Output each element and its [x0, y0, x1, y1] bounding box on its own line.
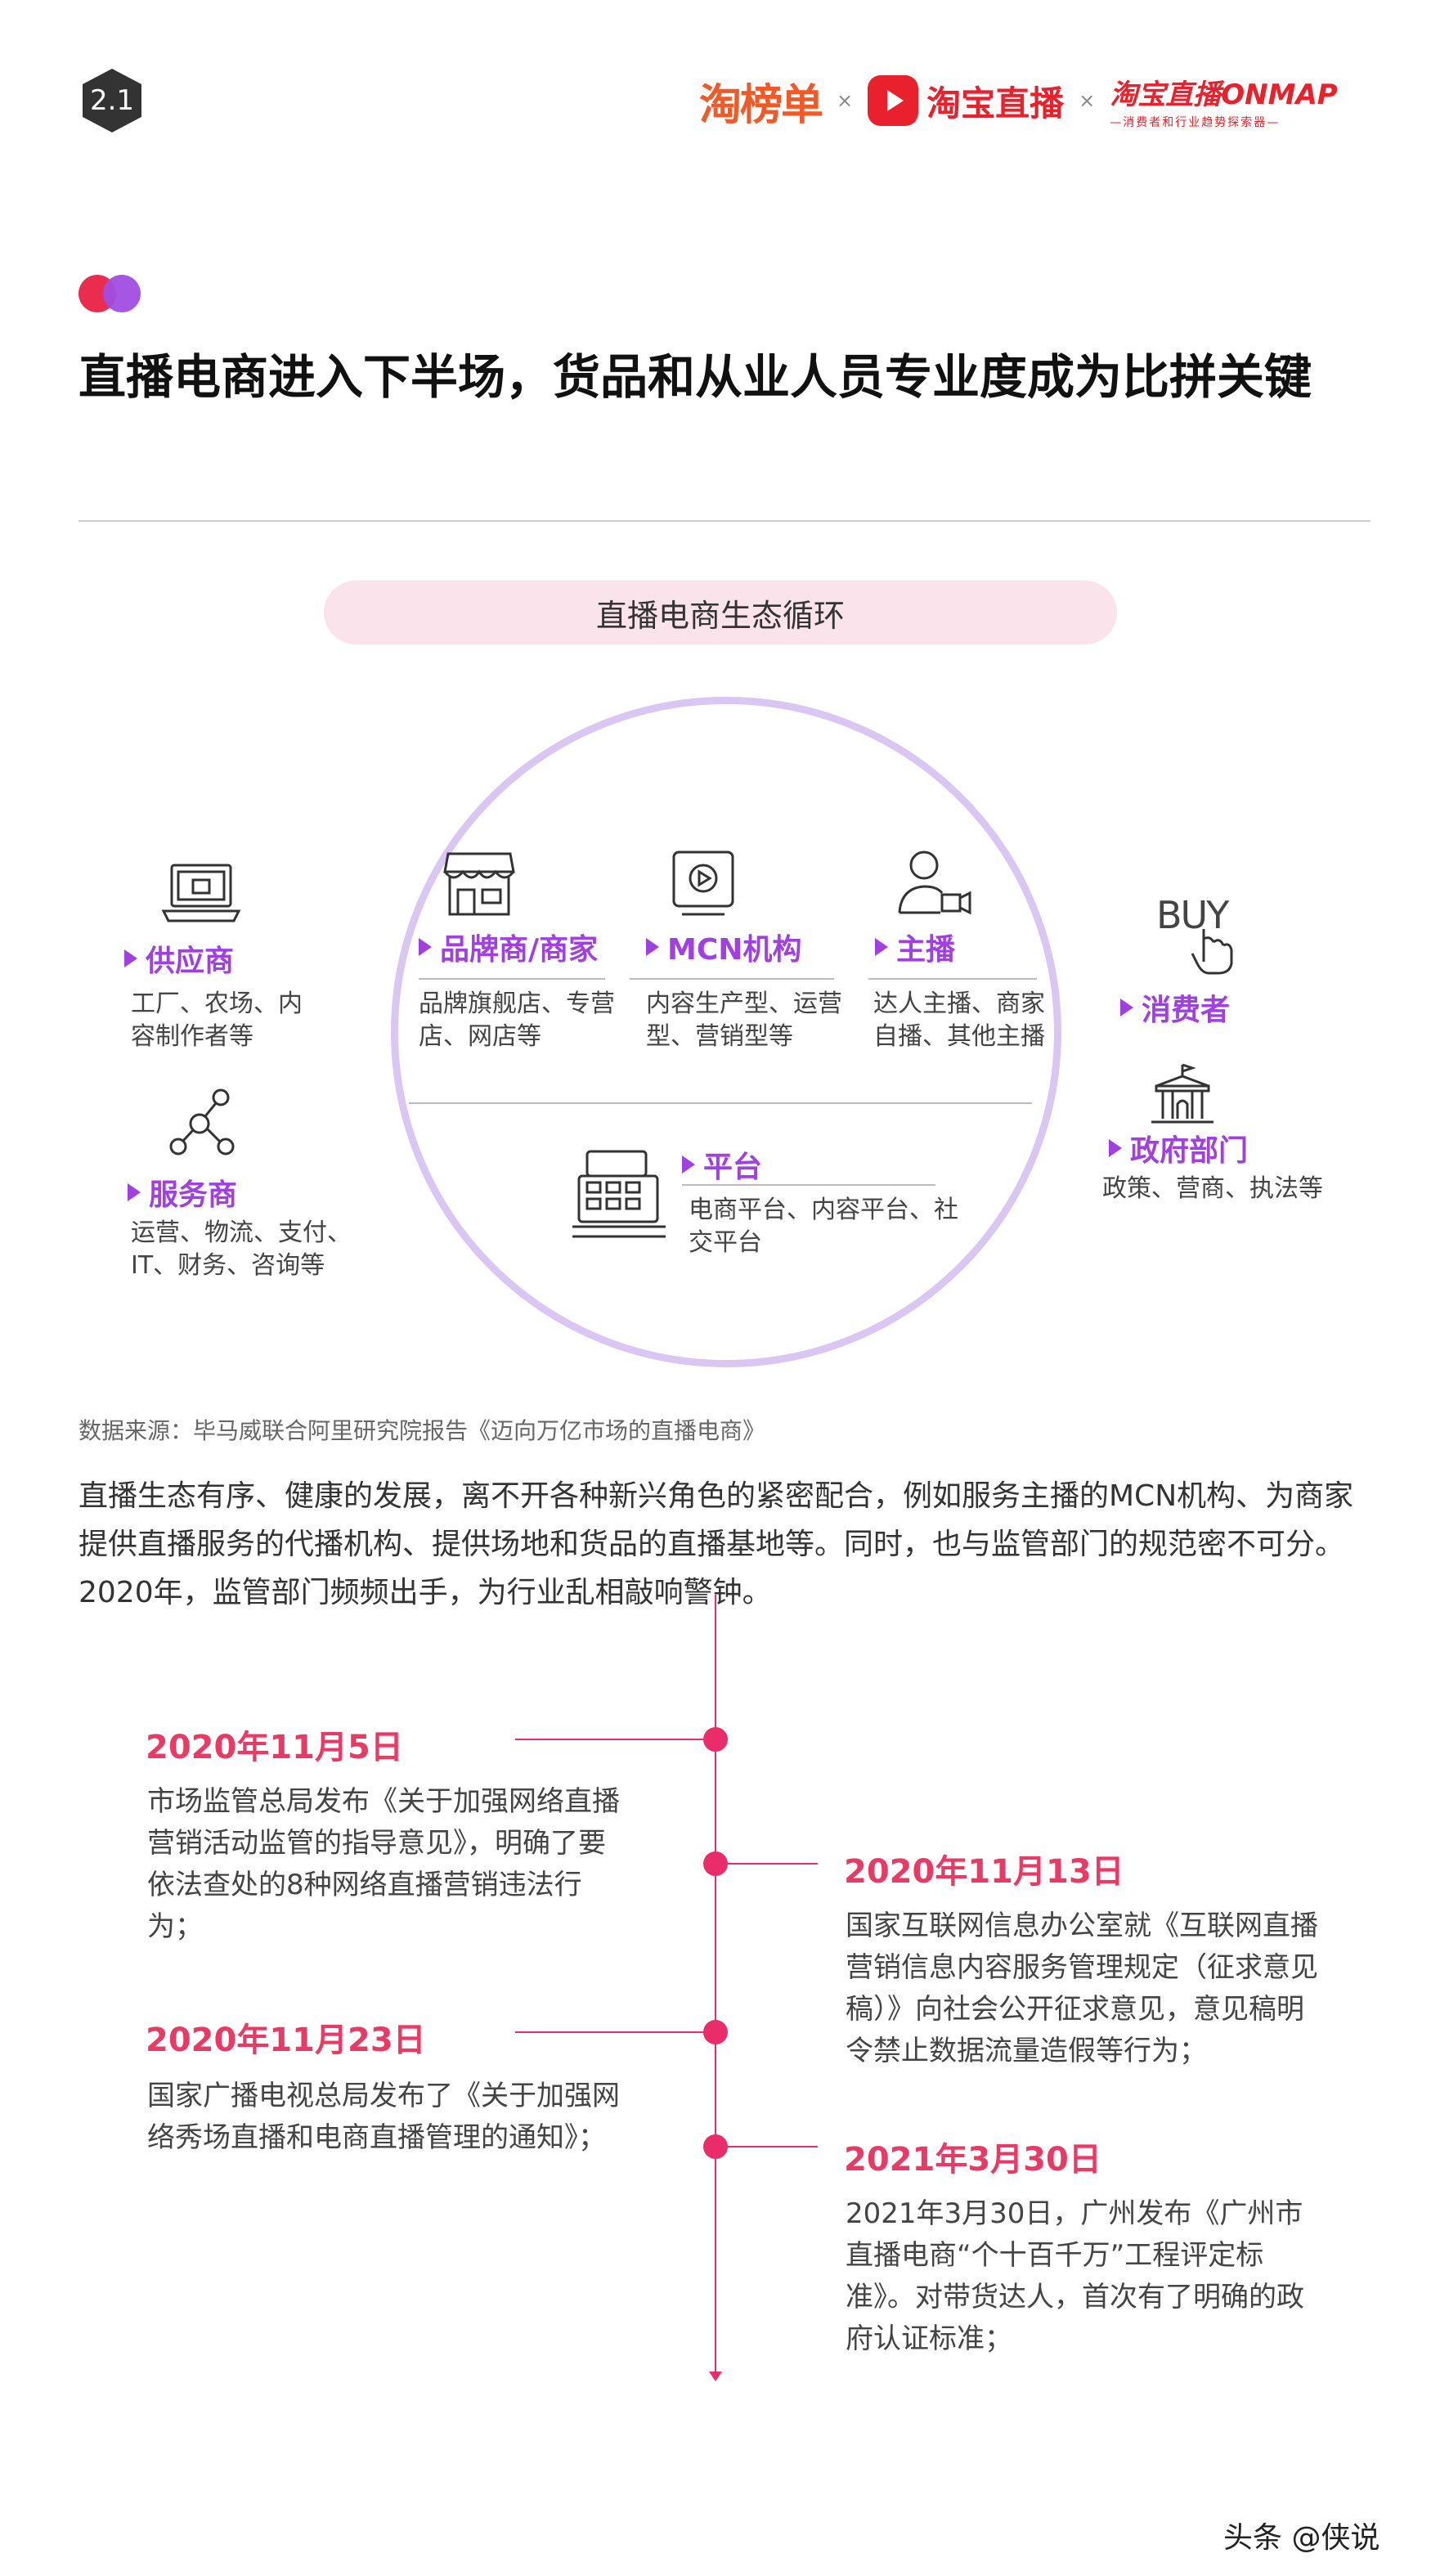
- role-divider: [682, 1184, 935, 1186]
- video-screen-icon: [671, 849, 736, 922]
- streamer-icon: [895, 847, 973, 921]
- event-date: 2021年3月30日: [844, 2141, 1101, 2179]
- role-supplier: 供应商: [124, 937, 234, 980]
- title-divider: [79, 520, 1370, 522]
- role-mcn: MCN机构: [646, 926, 801, 968]
- play-tv-icon: [868, 75, 919, 126]
- role-title-text: 品牌商/商家: [440, 933, 599, 967]
- arrow-icon: [1120, 999, 1133, 1016]
- partner-logos: 淘榜单 × 淘宝直播 × 淘宝直播ONMAP —消费者和行业趋势探索器—: [699, 72, 1338, 130]
- footer-watermark: 头条 @侠说: [1223, 2521, 1380, 2555]
- onmap-logo: 淘宝直播ONMAP —消费者和行业趋势探索器—: [1110, 72, 1337, 130]
- onmap-title: 淘宝直播ONMAP: [1110, 78, 1338, 111]
- role-title-text: 主播: [896, 933, 956, 967]
- role-title-text: 服务商: [149, 1178, 238, 1212]
- role-desc-platform: 电商平台、内容平台、社交平台: [689, 1196, 958, 1257]
- event-text: 2021年3月30日，广州发布《广州市直播电商“个十百千万”工程评定标准》。对带…: [846, 2197, 1304, 2355]
- role-government: 政府部门: [1109, 1127, 1248, 1169]
- store-icon: [442, 849, 517, 922]
- page-number: 2.1: [89, 84, 135, 117]
- role-service-provider: 服务商: [128, 1171, 237, 1214]
- role-divider: [419, 978, 605, 980]
- buy-hand-icon: BUY: [1156, 888, 1246, 978]
- role-desc-government: 政策、营商、执法等: [1102, 1174, 1323, 1203]
- hexagon-shape: [83, 69, 141, 132]
- event-date: 2020年11月13日: [844, 1853, 1124, 1891]
- arrow-icon: [646, 938, 659, 956]
- role-streamer: 主播: [875, 926, 955, 968]
- role-title-text: 政府部门: [1130, 1134, 1249, 1168]
- page-title: 直播电商进入下半场，货品和从业人员专业度成为比拼关键: [79, 349, 1312, 405]
- role-platform: 平台: [682, 1143, 762, 1186]
- role-desc-mcn: 内容生产型、运营型、营销型等: [646, 990, 842, 1051]
- role-title-text: 供应商: [146, 945, 235, 978]
- arrow-icon: [128, 1183, 141, 1201]
- timeline-arrow: [709, 2372, 722, 2381]
- timeline-axis: [715, 1595, 716, 2380]
- role-desc-streamer: 达人主播、商家自播、其他主播: [873, 990, 1045, 1051]
- timeline-connector: [728, 2146, 818, 2147]
- event-text: 国家广播电视总局发布了《关于加强网络秀场直播和电商直播管理的通知》；: [147, 2080, 620, 2154]
- arrow-icon: [875, 938, 888, 956]
- ecosystem-ring: [391, 697, 1061, 1367]
- timeline-dot: [703, 2134, 728, 2159]
- purple-dot: [103, 275, 141, 312]
- government-building-icon: [1148, 1061, 1217, 1130]
- role-desc-service-provider: 运营、物流、支付、IT、财务、咨询等: [131, 1218, 352, 1280]
- timeline-dot: [703, 1727, 728, 1752]
- laptop-icon: [160, 860, 242, 929]
- page-number-badge: 2.1: [79, 67, 146, 134]
- event-text: 市场监管总局发布《关于加强网络直播营销活动监管的指导意见》，明确了要依法查处的8…: [147, 1785, 620, 1943]
- logo-separator-2: ×: [1079, 89, 1096, 112]
- taobao-live-text: 淘宝直播: [926, 83, 1065, 123]
- arrow-icon: [1109, 1139, 1122, 1157]
- decorative-dots: [79, 275, 144, 314]
- role-divider: [868, 978, 1037, 980]
- timeline-connector: [728, 1863, 818, 1865]
- arrow-icon: [419, 938, 432, 956]
- onmap-subtitle: —消费者和行业趋势探索器—: [1110, 115, 1281, 129]
- timeline-connector: [515, 2031, 711, 2033]
- timeline-dot: [703, 1851, 728, 1876]
- register-icon: [571, 1147, 669, 1248]
- timeline-dot: [703, 2020, 728, 2044]
- role-desc-brand: 品牌旗舰店、专营店、网店等: [419, 990, 615, 1051]
- event-text: 国家互联网信息办公室就《互联网直播营销信息内容服务管理规定（征求意见稿）》向社会…: [846, 1910, 1318, 2067]
- event-date: 2020年11月5日: [146, 1729, 403, 1766]
- arrow-icon: [124, 949, 137, 967]
- logo-separator: ×: [837, 89, 854, 112]
- role-desc-supplier: 工厂、农场、内容制作者等: [131, 990, 303, 1051]
- network-icon: [167, 1088, 240, 1161]
- buy-text: BUY: [1156, 893, 1229, 937]
- taobao-live-logo: 淘宝直播: [868, 75, 1064, 126]
- event-date: 2020年11月23日: [146, 2022, 426, 2059]
- body-paragraph: 直播生态有序、健康的发展，离不开各种新兴角色的紧密配合，例如服务主播的MCN机构…: [79, 1479, 1354, 1609]
- timeline-connector: [515, 1739, 711, 1740]
- role-brand: 品牌商/商家: [419, 926, 598, 968]
- data-source: 数据来源：毕马威联合阿里研究院报告《迈向万亿市场的直播电商》: [79, 1417, 766, 1444]
- diagram-label: 直播电商生态循环: [324, 581, 1117, 644]
- arrow-icon: [682, 1156, 695, 1174]
- diagram-divider: [409, 1102, 1032, 1104]
- role-title-text: MCN机构: [667, 933, 802, 967]
- role-title-text: 消费者: [1142, 994, 1231, 1027]
- taobangdan-logo: 淘榜单: [699, 79, 823, 130]
- role-consumer: 消费者: [1120, 986, 1230, 1029]
- role-title-text: 平台: [703, 1151, 763, 1184]
- role-divider: [630, 978, 834, 980]
